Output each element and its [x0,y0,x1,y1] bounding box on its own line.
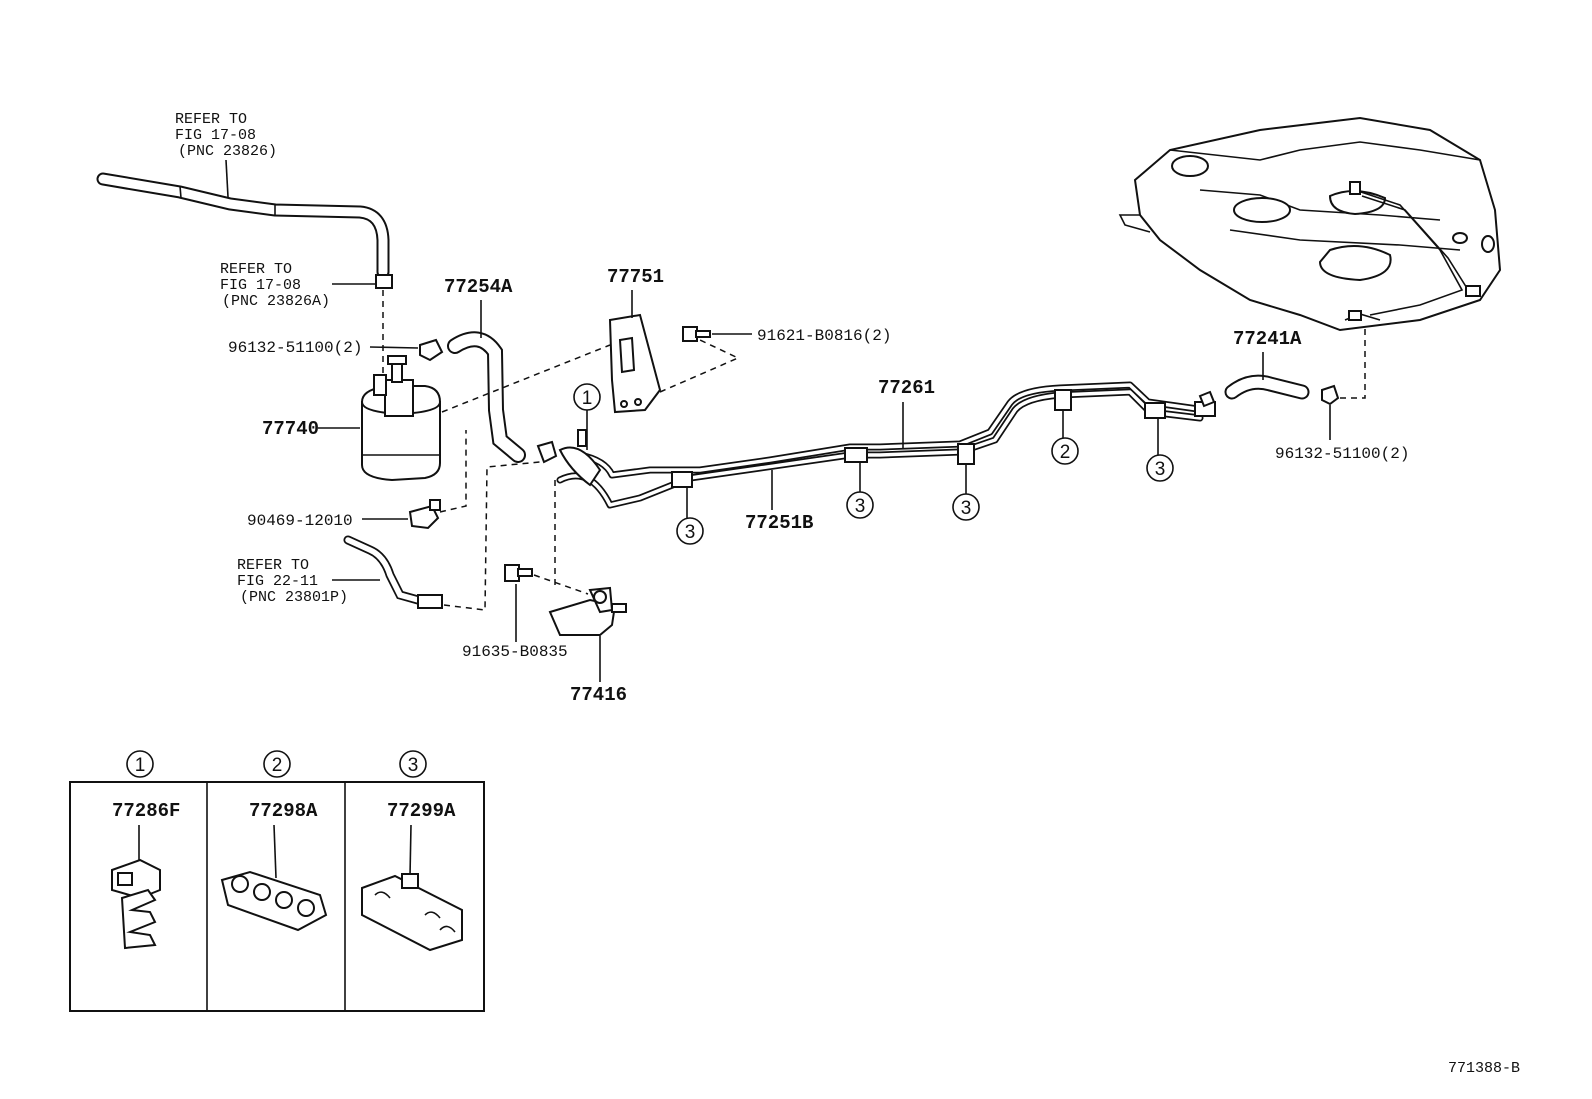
hose-77254A [447,331,526,463]
part-label-96132-right: 96132-51100(2) [1275,445,1409,463]
refer-note-2-line3: (PNC 23826A) [222,293,330,310]
diagram-id: 771388-B [1448,1060,1520,1077]
charcoal-canister [360,355,442,482]
svg-text:3: 3 [855,496,866,517]
clip-90469 [408,499,441,530]
svg-text:2: 2 [1060,442,1071,463]
bracket-77751 [608,313,662,414]
refer-note-1-line2: FIG 17-08 [175,127,256,144]
hose-77241A [1224,374,1310,400]
refer-note-3-line3: (PNC 23801P) [240,589,348,606]
part-label-77261: 77261 [878,377,935,399]
callout-3-b: 3 [846,462,874,519]
legend-callout-2: 2 [263,750,291,778]
part-label-77751: 77751 [607,266,664,288]
hose-reference-22-11 [343,535,443,609]
clip-96132-left [419,338,444,362]
part-label-96132-left: 96132-51100(2) [228,339,362,357]
refer-note-2-line1: REFER TO [220,261,292,278]
callout-3-a: 3 [676,487,704,545]
svg-text:3: 3 [685,522,696,543]
legend-part-77298A: 77298A [249,800,318,822]
part-label-91621: 91621-B0816(2) [757,327,891,345]
legend-part-77286F: 77286F [112,800,180,822]
refer-note-2-line2: FIG 17-08 [220,277,301,294]
bolt-91621 [682,326,711,342]
svg-text:3: 3 [1155,459,1166,480]
refer-note-1-line3: (PNC 23826) [178,143,277,160]
legend-part-77299A: 77299A [387,800,456,822]
refer-note-1-line1: REFER TO [175,111,247,128]
clamp-77298A [220,824,328,932]
refer-note-3-line1: REFER TO [237,557,309,574]
legend-callout-3: 3 [399,750,427,778]
part-label-77740: 77740 [262,418,319,440]
fuel-vapor-pipes [556,381,1216,509]
part-label-91635: 91635-B0835 [462,643,568,661]
bolt-91635 [504,564,533,582]
callout-1-diagram-num: 1 [582,388,593,409]
callout-2-pipe: 2 [1051,410,1079,465]
fuel-tank [1118,116,1502,332]
clip-junction [536,440,558,464]
clip-96132-right [1321,384,1340,406]
part-label-77254A: 77254A [444,276,513,298]
clip-right-small [1198,390,1216,408]
part-label-77241A: 77241A [1233,328,1302,350]
svg-text:3: 3 [961,498,972,519]
svg-text:2: 2 [272,755,283,776]
part-label-90469: 90469-12010 [247,512,353,530]
part-label-77251B: 77251B [745,512,813,534]
clamp-77286F [111,825,161,950]
svg-text:3: 3 [408,755,419,776]
part-label-77416: 77416 [570,684,627,706]
vent-hose-reference [96,172,393,289]
callout-3-d: 3 [1146,418,1174,482]
refer-note-3-line2: FIG 22-11 [237,573,318,590]
clamp-77299A [361,824,463,952]
svg-text:1: 1 [135,755,146,776]
legend-callout-1: 1 [126,750,154,778]
bracket-77416 [548,586,627,636]
callout-3-c: 3 [952,464,980,521]
